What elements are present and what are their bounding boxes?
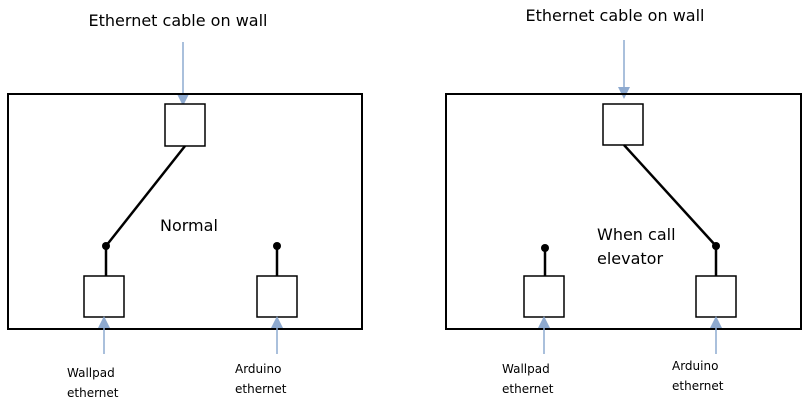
- state-label: Normal: [160, 216, 218, 235]
- wall-cable-label: Ethernet cable on wall: [526, 6, 705, 25]
- switch-lever: [105, 145, 186, 247]
- state-label: When call elevator: [597, 225, 681, 268]
- wall-port-box: [602, 103, 644, 146]
- wallpad-label: Wallpad ethernet: [67, 366, 119, 400]
- panel-call-elevator: Ethernet cable on wall When call elevato…: [445, 6, 802, 396]
- wall-cable-label: Ethernet cable on wall: [89, 11, 268, 30]
- arduino-port-box: [256, 275, 298, 318]
- panel-frame: [7, 93, 363, 330]
- arduino-label: Arduino ethernet: [672, 359, 724, 393]
- wall-port-box: [164, 103, 206, 147]
- wallpad-label: Wallpad ethernet: [502, 362, 554, 396]
- wallpad-port-box: [523, 275, 565, 318]
- wallpad-port-box: [83, 275, 125, 318]
- switch-lever: [623, 144, 717, 247]
- panel-frame: [445, 93, 802, 330]
- panel-normal: Ethernet cable on wall Normal Wallpad et…: [7, 11, 363, 400]
- arduino-port-box: [695, 275, 737, 318]
- arduino-label: Arduino ethernet: [235, 362, 287, 396]
